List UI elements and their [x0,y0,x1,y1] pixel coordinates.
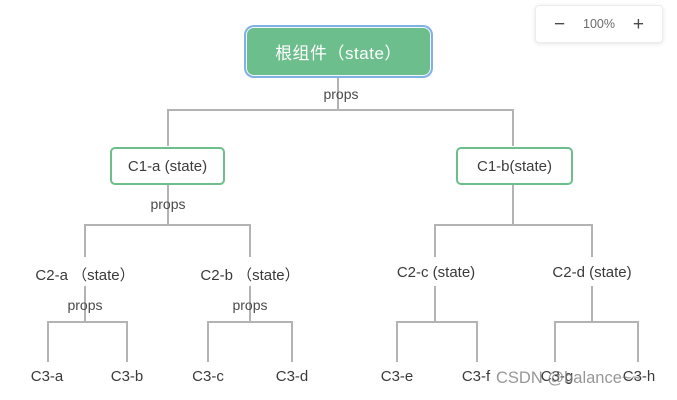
edge-c2d-to-level3 [554,286,639,362]
node-c3-h[interactable]: C3-h [622,368,656,385]
zoom-toolbar: − 100% + [535,5,663,43]
node-c3-e[interactable]: C3-e [380,368,414,385]
edge-c2c-to-level3 [396,286,478,362]
edge-c1b-to-level2 [434,185,593,257]
node-c2-b[interactable]: C2-b （state） [200,267,300,284]
edge-root-to-level1 [167,75,514,146]
node-c3-a[interactable]: C3-a [30,368,64,385]
zoom-level-indicator: 100% [583,17,615,31]
node-c3-b[interactable]: C3-b [110,368,144,385]
node-c3-c[interactable]: C3-c [192,368,224,385]
edge-c2a-to-level3 [47,286,128,362]
node-c1-b[interactable]: C1-b(state) [456,147,573,185]
zoom-out-button[interactable]: − [550,13,569,36]
edge-c1a-to-level2 [84,185,251,257]
node-root-component[interactable]: 根组件（state） [247,28,430,75]
edge-label-props-root: props [323,86,359,102]
node-c3-g[interactable]: C3-g [540,368,574,385]
edge-label-props-c2a: props [67,297,103,313]
edge-c2b-to-level3 [207,286,293,362]
zoom-in-button[interactable]: + [629,13,648,36]
node-c1-a[interactable]: C1-a (state) [110,147,225,185]
node-c2-c[interactable]: C2-c (state) [396,264,476,281]
edge-label-props-c1a: props [150,196,186,212]
edge-label-props-c2b: props [232,297,268,313]
node-c2-a[interactable]: C2-a （state） [35,267,135,284]
node-c3-d[interactable]: C3-d [275,368,309,385]
node-c2-d[interactable]: C2-d (state) [552,264,632,281]
node-c3-f[interactable]: C3-f [461,368,491,385]
